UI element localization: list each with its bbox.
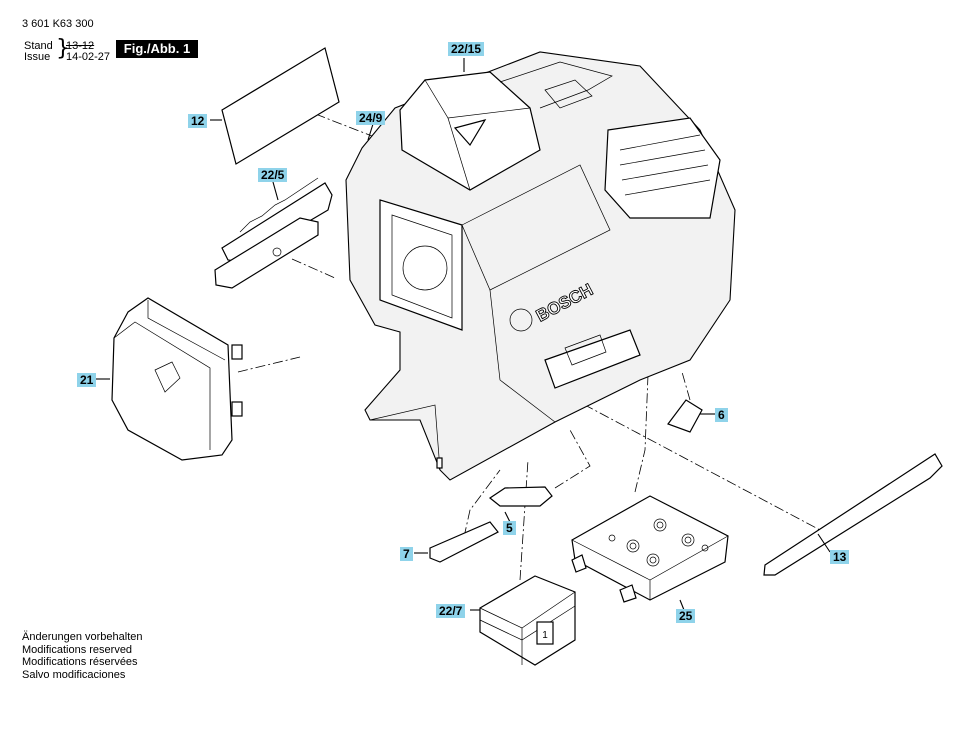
footer-notes: Änderungen vorbehalten Modifications res… <box>22 631 142 681</box>
footer-line-de: Änderungen vorbehalten <box>22 631 143 643</box>
callout-24-9[interactable]: 24/9 <box>356 111 386 125</box>
part-12-window <box>221 47 340 165</box>
callout-ticks <box>96 58 831 611</box>
callout-5[interactable]: 5 <box>503 521 516 535</box>
part-25-base <box>571 495 729 603</box>
callout-7[interactable]: 7 <box>400 547 413 561</box>
footer-line-en: Modifications reserved <box>22 643 133 656</box>
callout-22-7[interactable]: 22/7 <box>436 604 466 618</box>
footer-line-fr: Modifications réservées <box>22 656 138 668</box>
battery-mark: 1 <box>542 630 548 641</box>
callout-13[interactable]: 13 <box>830 550 850 564</box>
leader-lines <box>237 100 821 581</box>
part-5 <box>488 486 553 507</box>
new-version: 14-02-27 <box>66 51 111 63</box>
part-number: 3 601 K63 300 <box>22 18 94 30</box>
part-6 <box>667 399 703 433</box>
callout-22-5[interactable]: 22/5 <box>258 168 288 182</box>
figure-label: Fig./Abb. 1 <box>116 40 198 58</box>
footer-line-es: Salvo modificaciones <box>22 668 126 681</box>
old-version: 13-12 <box>66 40 95 52</box>
laser-body: BOSCH <box>345 51 736 481</box>
callout-25[interactable]: 25 <box>676 609 696 623</box>
callout-21[interactable]: 21 <box>77 373 97 387</box>
issue-label: Issue <box>24 51 51 63</box>
stand-label: Stand <box>24 40 53 52</box>
part-22-7-battery: 1 <box>479 575 576 666</box>
part-21-hood <box>111 297 243 461</box>
callout-22-15[interactable]: 22/15 <box>448 42 485 56</box>
part-7 <box>429 521 499 563</box>
part-13-wedge <box>763 453 943 576</box>
brace-glyph: } <box>56 36 70 61</box>
part-22-5-clip <box>214 177 333 289</box>
callout-12[interactable]: 12 <box>188 114 208 128</box>
callout-6[interactable]: 6 <box>715 408 728 422</box>
